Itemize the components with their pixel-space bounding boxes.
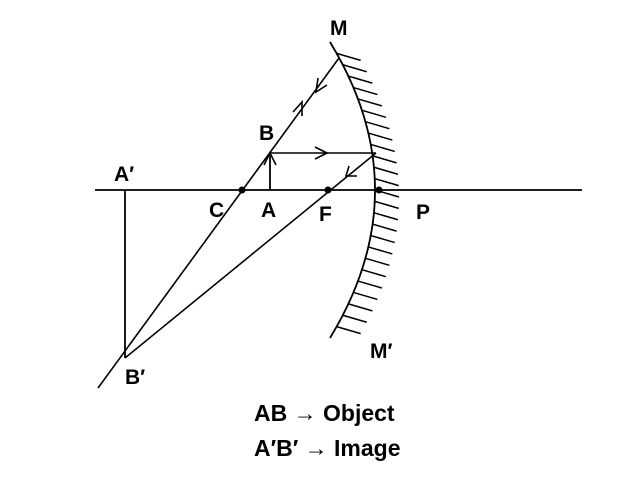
label-f: F — [319, 203, 332, 226]
hatch-mark — [373, 212, 399, 221]
label-a-prime: A′ — [114, 163, 134, 186]
hatch-mark — [357, 98, 383, 107]
hatch-mark — [374, 200, 399, 210]
hatch-mark — [368, 132, 393, 141]
hatch-mark — [361, 109, 387, 119]
ray-parallel-arrow — [314, 146, 329, 160]
legend-object: AB → Object — [254, 400, 395, 426]
hatch-mark — [372, 155, 397, 164]
ray-through-centre — [97, 57, 340, 389]
hatch-mark — [372, 223, 397, 232]
label-b-prime: B′ — [125, 366, 145, 389]
label-b: B — [259, 122, 274, 145]
centre-point — [238, 186, 246, 194]
hatch-mark — [353, 86, 378, 96]
label-p: P — [416, 201, 430, 224]
ray-reflected-through-focus — [124, 152, 377, 359]
ray-centre-arrow-up — [292, 99, 303, 116]
hatch-mark — [361, 268, 387, 278]
ray-centre-arrow-down — [314, 77, 328, 94]
hatch-mark — [336, 325, 361, 335]
hatch-mark — [342, 64, 367, 73]
mirror-hatching — [336, 52, 400, 335]
concave-mirror — [329, 41, 376, 339]
hatch-mark — [374, 177, 399, 187]
hatch-mark — [342, 314, 367, 323]
hatch-mark — [370, 234, 395, 244]
label-c: C — [209, 199, 224, 222]
hatch-mark — [370, 143, 395, 153]
label-a: A — [261, 199, 276, 222]
hatch-mark — [348, 75, 373, 84]
hatch-mark — [365, 257, 390, 267]
label-m: M — [330, 17, 348, 40]
focus-point — [324, 186, 332, 194]
ray-reflected-arrow — [344, 165, 357, 177]
pole-point — [375, 186, 383, 194]
hatch-mark — [368, 246, 393, 255]
hatch-mark — [353, 291, 378, 301]
legend-image: A′B′ → Image — [254, 435, 401, 461]
hatch-mark — [365, 120, 390, 130]
hatch-mark — [348, 303, 373, 312]
hatch-mark — [357, 280, 383, 289]
hatch-mark — [373, 166, 399, 175]
hatch-mark — [336, 52, 361, 62]
label-m-prime: M′ — [370, 340, 393, 363]
